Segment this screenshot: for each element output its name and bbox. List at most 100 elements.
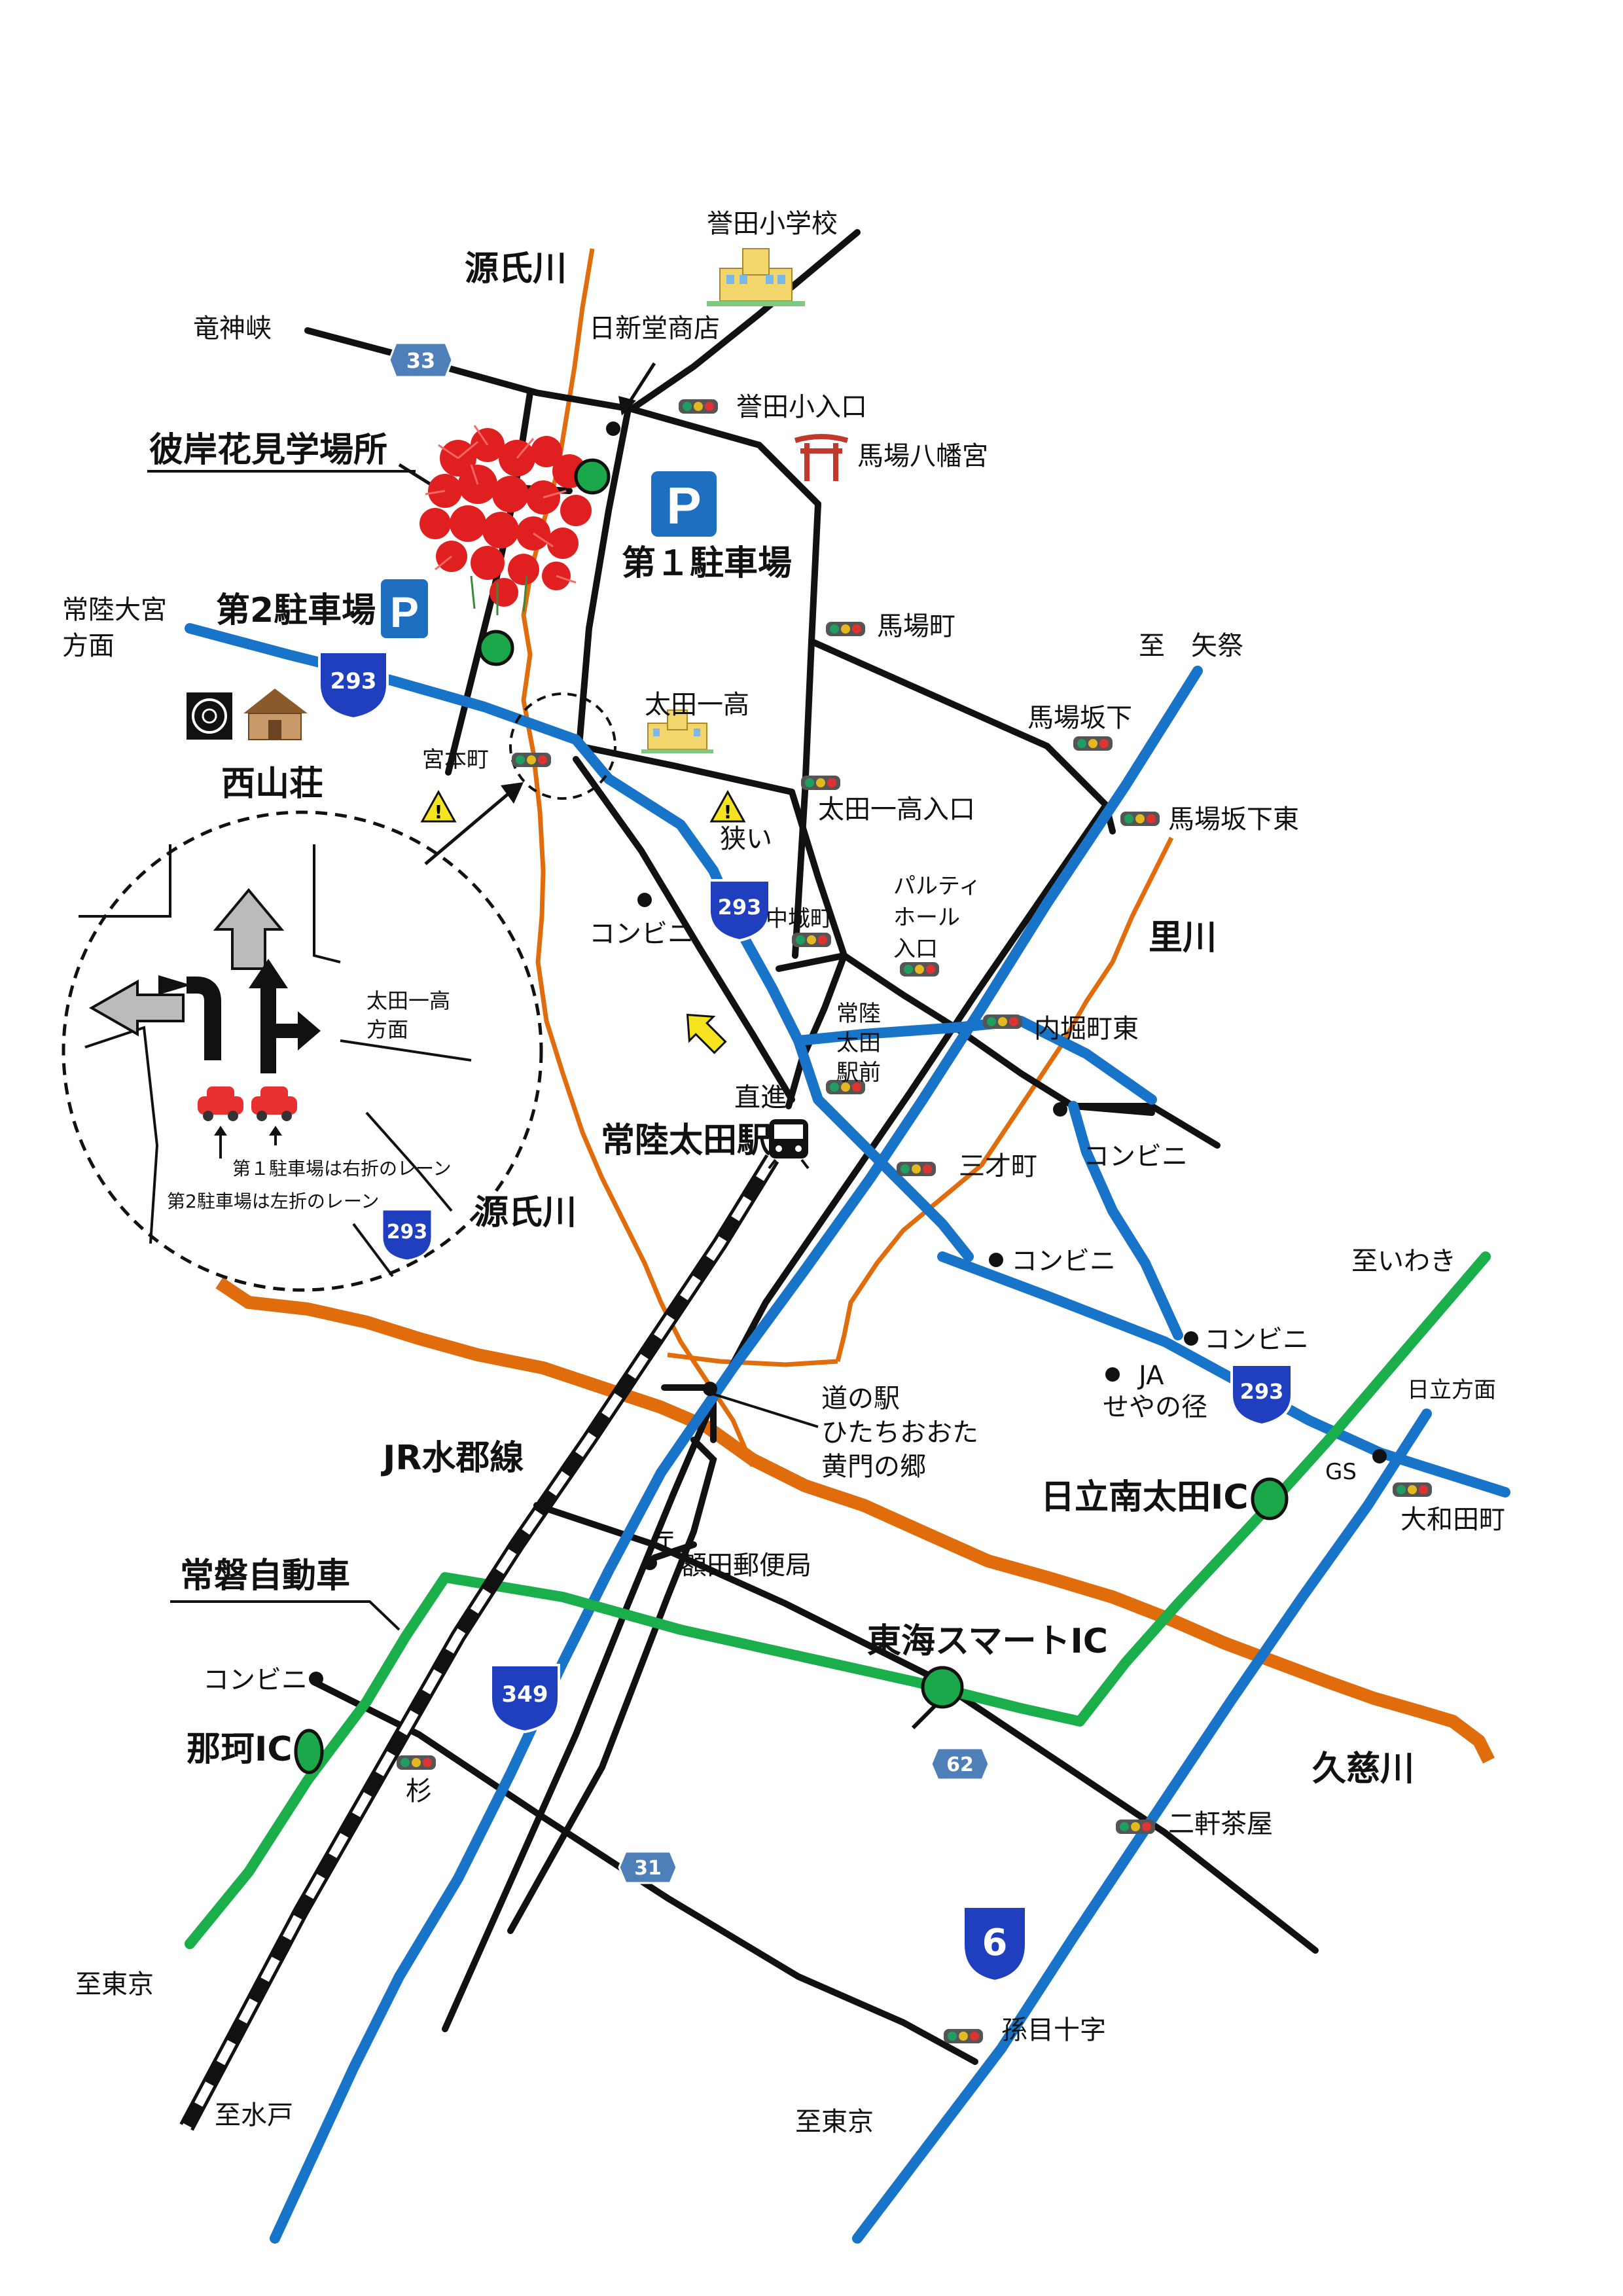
label-ohwada: 大和田町 — [1400, 1505, 1505, 1535]
route-349-shield: 349 — [490, 1664, 560, 1734]
svg-text:293: 293 — [1240, 1379, 1284, 1404]
route-293-shield: 293 — [708, 879, 771, 942]
svg-text:31: 31 — [634, 1857, 662, 1880]
label-miyamoto: 宮本町 — [422, 747, 489, 773]
label-ota-ichiko: 太田一高 — [645, 690, 749, 720]
label-semai: 狭い — [720, 824, 772, 854]
label-conveni1: コンビニ — [589, 919, 694, 949]
label-higanbana-spot: 彼岸花見学場所 — [149, 431, 387, 470]
label-nukada-post: 額田郵便局 — [681, 1551, 812, 1581]
label-parking1: 第１駐車場 — [622, 544, 792, 583]
intersection-inset: 太田一高 方面 第１駐車場は右折のレーン 第2駐車場は左折のレーン 293 — [62, 810, 543, 1292]
svg-text:!: ! — [435, 801, 443, 823]
label-homeda-entrance: 誉田小入口 — [736, 392, 867, 422]
label-michinoeki: 道の駅 ひたちおおた 黄門の郷 — [821, 1384, 987, 1482]
label-sansai: 三才町 — [959, 1151, 1037, 1181]
route-293-shield: 293 — [1230, 1363, 1293, 1427]
label-naka-ic: 那珂IC — [187, 1730, 293, 1769]
label-hitachi-homen: 日立方面 — [1407, 1377, 1496, 1403]
car-icon — [251, 1086, 297, 1121]
label-parti-hall: パルティ ホール 入口 — [893, 873, 988, 962]
label-hitachiota-ekimae: 常陸 太田 駅前 — [836, 1001, 888, 1086]
label-parking2: 第2駐車場 — [216, 591, 376, 630]
torii-icon — [794, 434, 849, 481]
satogawa-river — [835, 836, 1174, 1362]
route-293-shield: 293 — [318, 651, 389, 721]
svg-text:P: P — [666, 476, 701, 535]
label-conveni2: コンビニ — [1083, 1141, 1188, 1172]
pointer-arrow — [424, 791, 512, 865]
label-ota-ichiko-iriguchi: 太田一高入口 — [818, 795, 975, 825]
poi-dots — [309, 422, 1387, 1686]
label-nisshindo: 日新堂商店 — [589, 314, 720, 344]
svg-text:349: 349 — [502, 1681, 548, 1708]
route-62-shield: 62 — [930, 1747, 990, 1781]
jr-suigun-line — [179, 1154, 779, 2131]
kuji-river — [215, 1277, 1495, 1764]
school-icon — [707, 248, 805, 306]
label-to-tokyo-left: 至東京 — [75, 1969, 154, 2000]
parking-1-marker — [574, 458, 611, 495]
label-uchibori-higashi: 内堀町東 — [1034, 1014, 1139, 1044]
svg-text:P: P — [390, 588, 419, 636]
label-hitachi-omiya: 常陸大宮 — [62, 595, 167, 625]
label-babasakashita: 馬場坂下 — [1027, 703, 1132, 733]
svg-text:293: 293 — [330, 668, 377, 694]
warning-sign-icon: ! — [420, 789, 457, 823]
parking-1-sign: P — [651, 471, 717, 537]
label-sugi: 杉 — [406, 1776, 432, 1806]
label-genji-river-bottom: 源氏川 — [474, 1193, 577, 1232]
label-joban-expressway: 常磐自動車 — [180, 1556, 350, 1596]
label-satogawa: 里川 — [1149, 918, 1217, 958]
label-kuji-river: 久慈川 — [1312, 1749, 1414, 1789]
label-hitachiminami-ic: 日立南太田IC — [1041, 1478, 1249, 1517]
label-baba-hachimangu: 馬場八幡宮 — [857, 441, 988, 471]
svg-text:6: 6 — [982, 1922, 1008, 1964]
label-homeda-school: 誉田小学校 — [707, 209, 838, 239]
inset-lane2: 第2駐車場は左折のレーン — [167, 1191, 379, 1212]
label-conveni4: コンビニ — [1204, 1325, 1309, 1355]
crest-icon — [187, 692, 232, 740]
label-homen: 方面 — [62, 631, 115, 661]
label-genji-river-top: 源氏川 — [465, 249, 567, 289]
label-ryujinkyo: 竜神峡 — [193, 314, 272, 344]
warning-sign-icon: ! — [709, 789, 746, 823]
label-chokushin: 直進 — [734, 1083, 787, 1113]
label-tokai-smart-ic: 東海スマートIC — [867, 1622, 1108, 1661]
hitachiminami-ic-marker — [1251, 1477, 1289, 1520]
label-nakajo: 中城町 — [766, 906, 832, 932]
intersection-highlight — [509, 692, 616, 800]
label-babacho: 馬場町 — [877, 611, 955, 641]
label-gs: GS — [1325, 1459, 1357, 1485]
label-to-iwaki: 至いわき — [1351, 1246, 1456, 1276]
tokai-smart-ic-marker — [921, 1666, 964, 1709]
label-conveni3: コンビニ — [1011, 1246, 1116, 1276]
label-magome-juji: 孫目十字 — [1001, 2015, 1106, 2045]
car-icon — [198, 1086, 243, 1121]
svg-text:!: ! — [724, 801, 732, 823]
svg-text:293: 293 — [718, 895, 762, 920]
traffic-signal-icon — [397, 399, 1432, 2043]
inset-ota-ichiko-homen: 太田一高 方面 — [366, 988, 457, 1042]
route-293-shield-inset: 293 — [381, 1208, 433, 1262]
label-nikenchaya: 二軒茶屋 — [1168, 1809, 1273, 1839]
pointer-michinoeki — [713, 1393, 819, 1428]
yellow-arrow-icon — [686, 1013, 727, 1054]
school-icon — [641, 709, 713, 753]
parking-2-sign: P — [381, 579, 428, 638]
label-to-mito: 至水戸 — [215, 2100, 293, 2130]
label-conveni5: コンビニ — [203, 1665, 308, 1695]
parking-2-marker — [478, 630, 514, 666]
label-ja: JA せやの径 — [1103, 1361, 1207, 1422]
label-to-tokyo-bottom: 至東京 — [795, 2107, 874, 2137]
inset-lane1: 第１駐車場は右折のレーン — [232, 1158, 452, 1179]
label-to-yamatsuri: 至 矢祭 — [1139, 631, 1243, 661]
train-icon — [768, 1119, 810, 1170]
higanbana-flowers-icon — [419, 425, 592, 615]
label-jr-line: JR水郡線 — [381, 1439, 524, 1478]
svg-text:33: 33 — [406, 348, 436, 373]
post-office-icon: 〒 — [654, 1528, 677, 1554]
thatched-house-icon — [243, 689, 308, 740]
label-babasakashita-higashi: 馬場坂下東 — [1168, 804, 1299, 834]
